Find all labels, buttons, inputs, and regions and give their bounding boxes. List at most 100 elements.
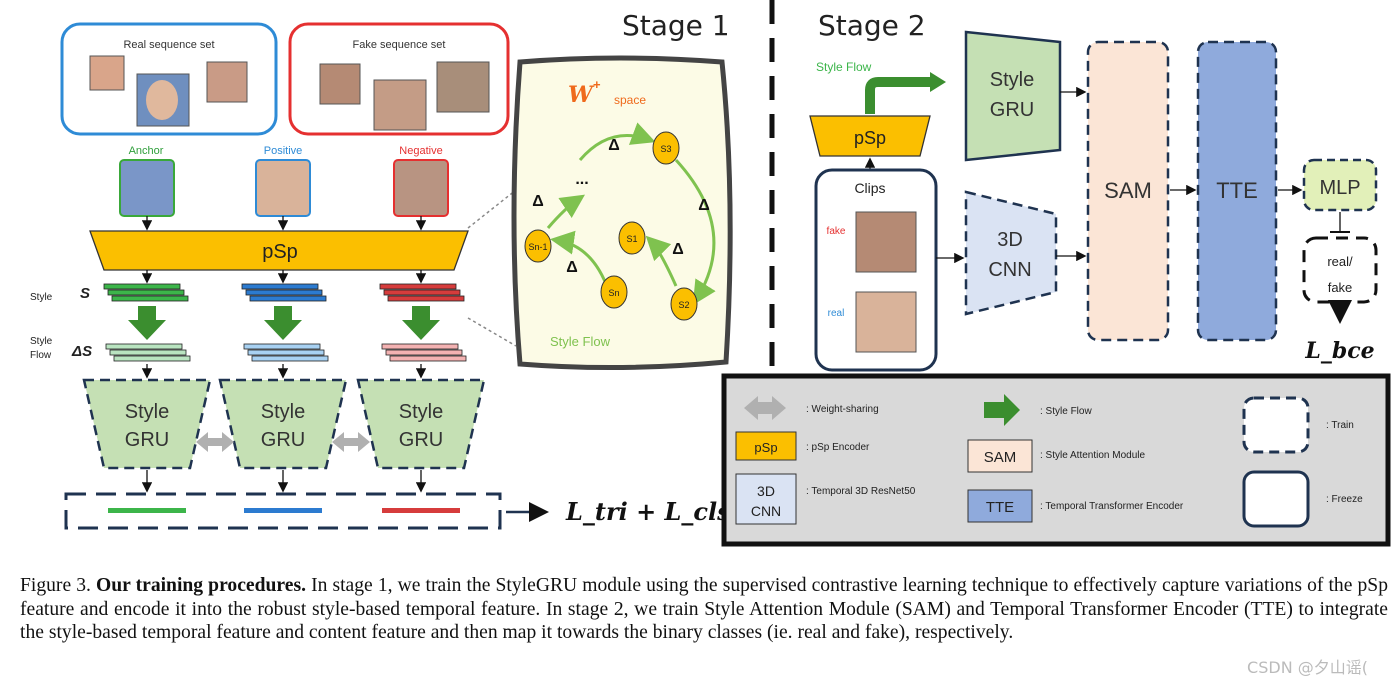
legend-train-icon bbox=[1242, 396, 1310, 454]
style-gru-anchor bbox=[82, 378, 212, 470]
style-gru-negative bbox=[356, 378, 486, 470]
node-s2: S2 bbox=[678, 300, 689, 310]
style-gru-stage2 bbox=[964, 30, 1062, 162]
output-label-2: fake bbox=[1328, 280, 1353, 295]
positive-face bbox=[255, 159, 311, 217]
weight-sharing-arrows bbox=[196, 432, 370, 452]
figure-diagram: Stage 1 Real sequence set Fake sequence … bbox=[30, 0, 1391, 547]
negative-face bbox=[393, 159, 449, 217]
legend-psp-desc: : pSp Encoder bbox=[806, 442, 870, 453]
gru1-label-1: Style bbox=[125, 401, 169, 423]
stage1-output-box bbox=[64, 492, 502, 530]
fake-set-label: Fake sequence set bbox=[353, 39, 446, 51]
csdn-watermark: CSDN @夕山谣( bbox=[1247, 658, 1368, 677]
legend-style-flow: : Style Flow bbox=[1040, 406, 1092, 417]
psp-encoder-stage1 bbox=[89, 230, 469, 271]
real-face-thumbnails bbox=[89, 55, 248, 127]
stage2-style-flow-label: Style Flow bbox=[816, 60, 872, 74]
output-label-1: real/ bbox=[1327, 254, 1353, 269]
caption-bold: Our training procedures. bbox=[96, 575, 306, 596]
w-space-flow-curves bbox=[546, 122, 716, 306]
node-s1: S1 bbox=[626, 234, 637, 244]
anchor-face bbox=[119, 159, 175, 217]
style-gru-positive bbox=[218, 378, 348, 470]
negative-label: Negative bbox=[399, 145, 442, 157]
stage2-title: Stage 2 bbox=[818, 9, 926, 42]
legend-train: : Train bbox=[1326, 420, 1354, 431]
gru3-label-1: Style bbox=[399, 401, 443, 423]
legend-tte-box bbox=[967, 489, 1033, 523]
cnn-stage2-label-2: CNN bbox=[988, 259, 1031, 281]
real-set-label: Real sequence set bbox=[123, 39, 214, 51]
gru3-label-2: GRU bbox=[399, 429, 443, 451]
caption-text: In stage 1, we train the StyleGRU module… bbox=[20, 575, 1388, 643]
legend-style-flow-icon bbox=[984, 394, 1020, 426]
clip-real-label: real bbox=[828, 308, 845, 319]
delta-4: Δ bbox=[566, 259, 578, 276]
delta-3: Δ bbox=[672, 241, 684, 258]
clip-fake-label: fake bbox=[827, 226, 846, 237]
w-space-sup: + bbox=[593, 77, 601, 92]
legend-sam-box bbox=[967, 439, 1033, 473]
node-sn-1: Sn-1 bbox=[528, 242, 547, 252]
ellipsis: ... bbox=[575, 171, 588, 188]
fake-face-thumbnails bbox=[319, 61, 490, 131]
legend-freeze: : Freeze bbox=[1326, 494, 1363, 505]
positive-label: Positive bbox=[264, 145, 303, 157]
sam-label: SAM bbox=[1104, 178, 1152, 203]
legend-weight-sharing: : Weight-sharing bbox=[806, 404, 879, 415]
anchor-label: Anchor bbox=[129, 145, 164, 157]
figure-caption: Figure 3. Our training procedures. In st… bbox=[20, 574, 1388, 645]
style-flow-row-label-2: Flow bbox=[30, 350, 52, 361]
node-sn: Sn bbox=[608, 288, 619, 298]
stage2-loss: L_bce bbox=[1304, 338, 1374, 364]
psp-encoder-stage2 bbox=[809, 115, 931, 157]
cnn-stage2-label-1: 3D bbox=[997, 229, 1023, 251]
gru2-label-1: Style bbox=[261, 401, 305, 423]
style-row-label: Style bbox=[30, 292, 53, 303]
legend-sam-box-label: SAM bbox=[984, 449, 1017, 466]
node-s3: S3 bbox=[660, 144, 671, 154]
legend-tte-desc: : Temporal Transformer Encoder bbox=[1040, 501, 1184, 512]
style-flow-row-label-1: Style bbox=[30, 336, 53, 347]
w-space-sub: space bbox=[614, 93, 646, 107]
delta-2: Δ bbox=[698, 197, 710, 214]
legend-sam-desc: : Style Attention Module bbox=[1040, 450, 1146, 461]
gru1-label-2: GRU bbox=[125, 429, 169, 451]
legend-cnn-desc: : Temporal 3D ResNet50 bbox=[806, 486, 916, 497]
psp-stage2-label: pSp bbox=[854, 128, 886, 148]
w-plus-space-panel bbox=[511, 55, 733, 371]
legend-psp-box-label: pSp bbox=[754, 440, 777, 455]
clip-real-face bbox=[855, 291, 917, 353]
style-flow-arrows bbox=[128, 306, 440, 340]
legend-tte-box-label: TTE bbox=[986, 499, 1014, 516]
mlp-block bbox=[1302, 158, 1378, 212]
tte-label: TTE bbox=[1216, 178, 1258, 203]
psp-stage1-label: pSp bbox=[262, 241, 298, 263]
legend-cnn-box bbox=[735, 473, 797, 525]
caption-label: Figure 3. bbox=[20, 575, 91, 596]
style-flow-feature-stacks bbox=[105, 343, 467, 362]
w-space-nodes bbox=[524, 131, 698, 321]
gru2-label-2: GRU bbox=[261, 429, 305, 451]
style-symbol: S bbox=[80, 285, 90, 302]
3d-cnn-stage2 bbox=[964, 190, 1058, 316]
clips-label: Clips bbox=[854, 180, 885, 196]
gru-stage2-label-2: GRU bbox=[990, 99, 1034, 121]
stage2-style-flow-arrow bbox=[865, 77, 932, 114]
stage1-title: Stage 1 bbox=[622, 9, 730, 42]
temporal-feature-bars bbox=[108, 508, 460, 513]
delta-5: Δ bbox=[532, 193, 544, 210]
gru-stage2-label-1: Style bbox=[990, 69, 1034, 91]
legend-psp-box bbox=[735, 431, 797, 461]
style-flow-symbol: ΔS bbox=[71, 343, 92, 360]
clip-fake-face bbox=[855, 211, 917, 273]
w-space-title: W bbox=[568, 82, 595, 108]
legend-cnn-box-label-2: CNN bbox=[751, 503, 781, 519]
delta-1: Δ bbox=[608, 137, 620, 154]
legend-weight-sharing-icon bbox=[744, 396, 786, 420]
legend-freeze-icon bbox=[1242, 470, 1310, 528]
sam-block bbox=[1086, 40, 1170, 342]
style-feature-stacks bbox=[103, 283, 465, 302]
tte-block bbox=[1196, 40, 1278, 342]
